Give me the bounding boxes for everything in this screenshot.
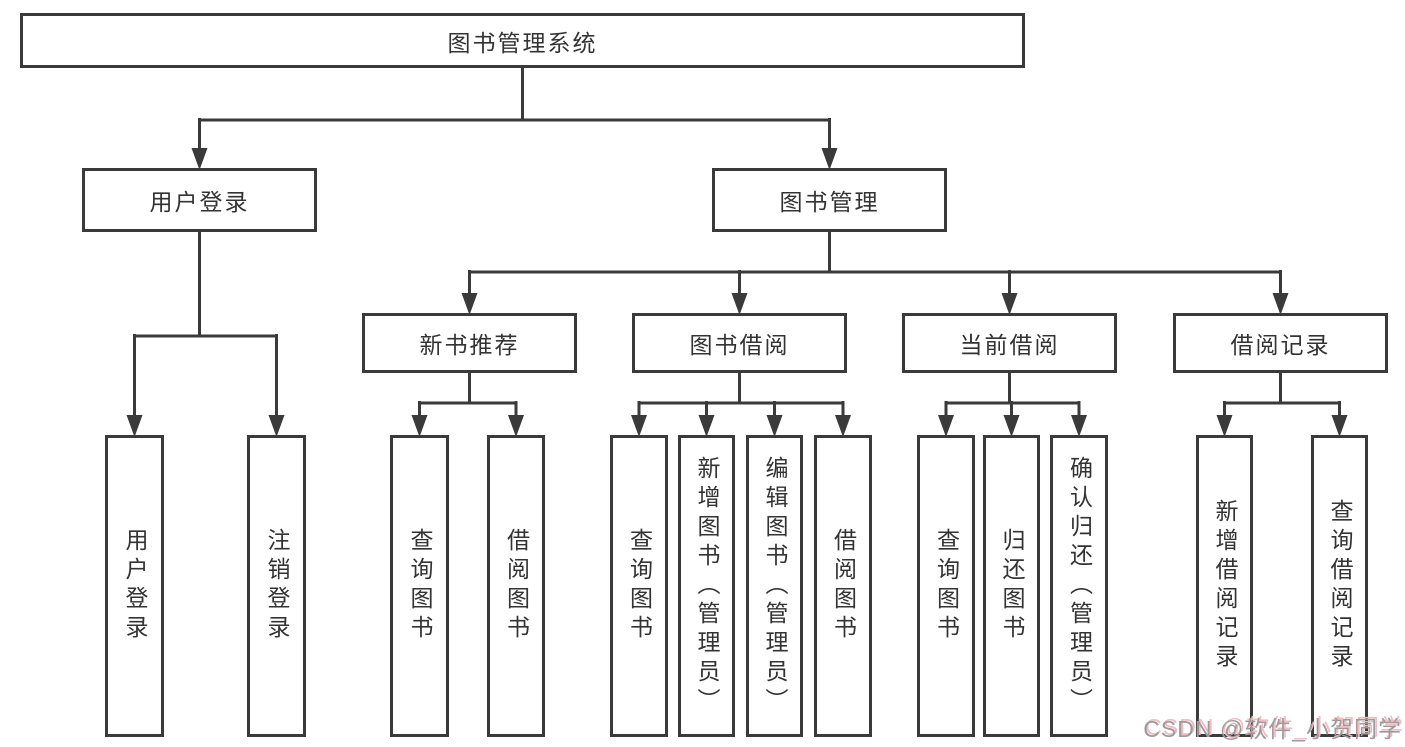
node-book-management: 图书管理 <box>712 168 947 232</box>
csdn-watermark: CSDN @软件_小贺同学 <box>1143 716 1402 742</box>
leaf-query-books-current: 查询图书 <box>917 435 975 737</box>
leaf-add-books-admin: 新增图书（管理员） <box>678 435 735 737</box>
leaf-query-books-borrow: 查询图书 <box>610 435 668 737</box>
node-current-borrow: 当前借阅 <box>902 313 1117 373</box>
leaf-query-books-recommend: 查询图书 <box>390 435 449 737</box>
leaf-query-borrow-record: 查询借阅记录 <box>1311 435 1368 737</box>
leaf-edit-books-admin: 编辑图书（管理员） <box>746 435 803 737</box>
leaf-add-borrow-record: 新增借阅记录 <box>1196 435 1253 737</box>
leaf-return-books: 归还图书 <box>983 435 1040 737</box>
node-new-book-recommend: 新书推荐 <box>362 313 577 373</box>
leaf-borrow-books-recommend: 借阅图书 <box>487 435 545 737</box>
node-book-borrow: 图书借阅 <box>632 313 847 373</box>
node-borrow-records: 借阅记录 <box>1173 313 1388 373</box>
leaf-borrow-books: 借阅图书 <box>814 435 872 737</box>
leaf-confirm-return-admin: 确认归还（管理员） <box>1050 435 1108 737</box>
leaf-user-login: 用户登录 <box>105 435 164 737</box>
node-user-login: 用户登录 <box>82 168 317 232</box>
leaf-logout: 注销登录 <box>247 435 306 737</box>
node-root-library-system: 图书管理系统 <box>20 13 1025 68</box>
